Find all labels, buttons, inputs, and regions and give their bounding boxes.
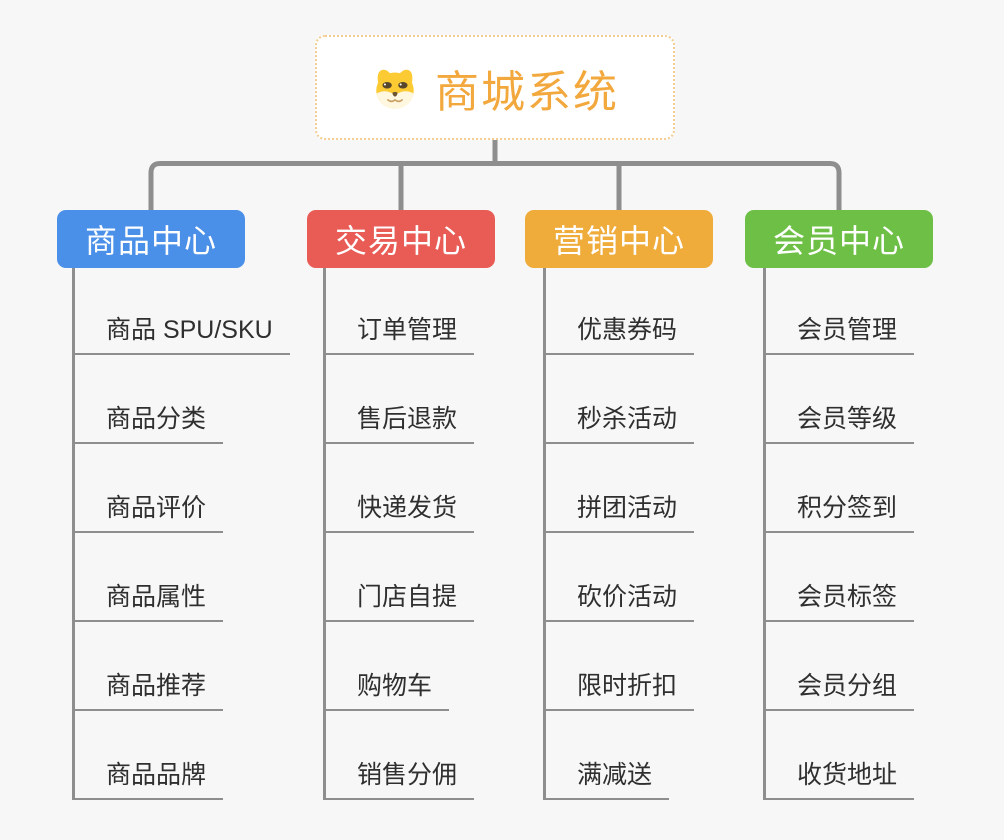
leaf-slot: 订单管理 [323, 266, 563, 355]
leaf-slot: 购物车 [323, 622, 563, 711]
leaf-node[interactable]: 积分签到 [763, 488, 915, 533]
leaf-node[interactable]: 商品品牌 [72, 755, 224, 800]
leaf-node[interactable]: 商品 SPU/SKU [72, 310, 290, 355]
leaf-slot: 会员分组 [763, 622, 1003, 711]
branch-children-member-center: 会员管理会员等级积分签到会员标签会员分组收货地址 [763, 266, 1003, 800]
leaf-slot: 会员等级 [763, 355, 1003, 444]
leaf-node[interactable]: 商品属性 [72, 577, 224, 622]
branch-vertical-line [323, 266, 326, 800]
leaf-slot: 售后退款 [323, 355, 563, 444]
branch-box-trade-center[interactable]: 交易中心 [307, 210, 495, 268]
leaf-slot: 限时折扣 [543, 622, 783, 711]
leaf-slot: 商品评价 [72, 444, 312, 533]
leaf-slot: 拼团活动 [543, 444, 783, 533]
branch-box-member-center[interactable]: 会员中心 [745, 210, 933, 268]
leaf-node[interactable]: 销售分佣 [323, 755, 475, 800]
leaf-node[interactable]: 门店自提 [323, 577, 475, 622]
leaf-slot: 销售分佣 [323, 711, 563, 800]
leaf-node[interactable]: 收货地址 [763, 755, 915, 800]
leaf-slot: 商品品牌 [72, 711, 312, 800]
leaf-slot: 满减送 [543, 711, 783, 800]
leaf-node[interactable]: 商品推荐 [72, 666, 224, 711]
leaf-node[interactable]: 快递发货 [323, 488, 475, 533]
leaf-node[interactable]: 拼团活动 [543, 488, 695, 533]
branch-children-product-center: 商品 SPU/SKU 商品分类商品评价商品属性商品推荐商品品牌 [72, 266, 312, 800]
leaf-node[interactable]: 限时折扣 [543, 666, 695, 711]
leaf-node[interactable]: 订单管理 [323, 310, 475, 355]
branch-vertical-line [72, 266, 75, 800]
leaf-slot: 商品属性 [72, 533, 312, 622]
branch-box-product-center[interactable]: 商品中心 [57, 210, 245, 268]
root-node[interactable]: 商城系统 [315, 35, 675, 140]
leaf-node[interactable]: 购物车 [323, 666, 450, 711]
leaf-slot: 秒杀活动 [543, 355, 783, 444]
dog-face-icon [376, 69, 414, 109]
leaf-node[interactable]: 会员管理 [763, 310, 915, 355]
branch-children-marketing-center: 优惠券码秒杀活动拼团活动砍价活动限时折扣满减送 [543, 266, 783, 800]
leaf-node[interactable]: 商品评价 [72, 488, 224, 533]
leaf-node[interactable]: 秒杀活动 [543, 399, 695, 444]
branch-label: 营销中心 [552, 223, 685, 259]
leaf-node[interactable]: 会员等级 [763, 399, 915, 444]
leaf-slot: 快递发货 [323, 444, 563, 533]
leaf-slot: 积分签到 [763, 444, 1003, 533]
leaf-node[interactable]: 售后退款 [323, 399, 475, 444]
leaf-node[interactable]: 满减送 [543, 755, 670, 800]
leaf-slot: 会员管理 [763, 266, 1003, 355]
leaf-slot: 收货地址 [763, 711, 1003, 800]
leaf-node[interactable]: 会员标签 [763, 577, 915, 622]
branch-vertical-line [763, 266, 766, 800]
branch-children-trade-center: 订单管理售后退款快递发货门店自提购物车销售分佣 [323, 266, 563, 800]
leaf-node[interactable]: 会员分组 [763, 666, 915, 711]
leaf-slot: 商品分类 [72, 355, 312, 444]
branch-box-marketing-center[interactable]: 营销中心 [525, 210, 713, 268]
branch-label: 交易中心 [334, 223, 467, 259]
leaf-node[interactable]: 商品分类 [72, 399, 224, 444]
root-title: 商城系统 [435, 67, 619, 117]
leaf-slot: 商品 SPU/SKU [72, 266, 312, 355]
leaf-slot: 会员标签 [763, 533, 1003, 622]
branch-label: 会员中心 [772, 223, 905, 259]
leaf-slot: 砍价活动 [543, 533, 783, 622]
leaf-slot: 商品推荐 [72, 622, 312, 711]
leaf-slot: 门店自提 [323, 533, 563, 622]
leaf-node[interactable]: 优惠券码 [543, 310, 695, 355]
leaf-slot: 优惠券码 [543, 266, 783, 355]
branch-vertical-line [543, 266, 546, 800]
leaf-node[interactable]: 砍价活动 [543, 577, 695, 622]
branch-label: 商品中心 [84, 223, 217, 259]
